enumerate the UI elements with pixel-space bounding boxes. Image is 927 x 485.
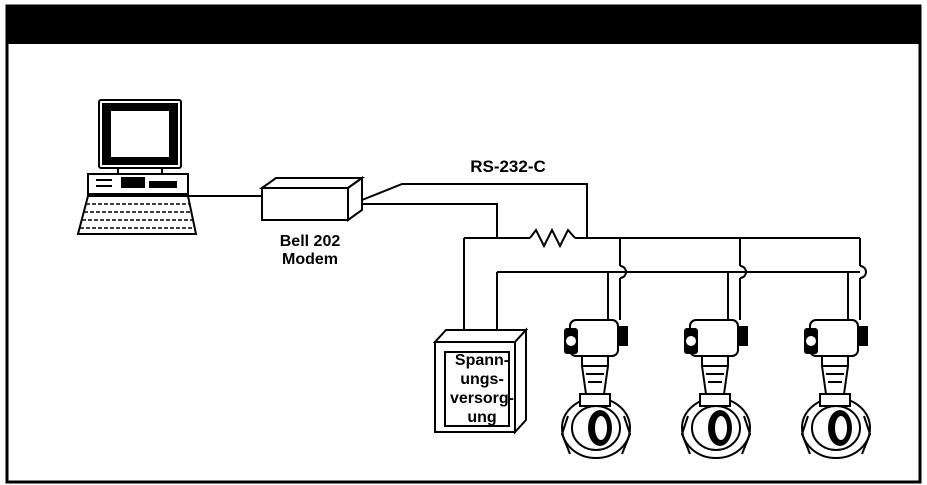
psu-label-line3: versorg- bbox=[450, 390, 514, 407]
computer-icon bbox=[76, 99, 198, 235]
modem-label-line2: Modem bbox=[282, 251, 338, 268]
psu-label-line4: ung bbox=[467, 409, 496, 426]
modem-box bbox=[258, 176, 366, 222]
header-bar bbox=[7, 6, 920, 44]
psu-label-line2: ungs- bbox=[460, 371, 504, 388]
psu-label-line1: Spann- bbox=[455, 352, 509, 369]
power-supply-box bbox=[432, 327, 529, 435]
resistor bbox=[529, 227, 576, 249]
wiring bbox=[361, 183, 860, 330]
rs232-label: RS-232-C bbox=[470, 157, 546, 176]
modem-label-line1: Bell 202 bbox=[280, 233, 341, 250]
transmitter-drops bbox=[607, 238, 867, 320]
